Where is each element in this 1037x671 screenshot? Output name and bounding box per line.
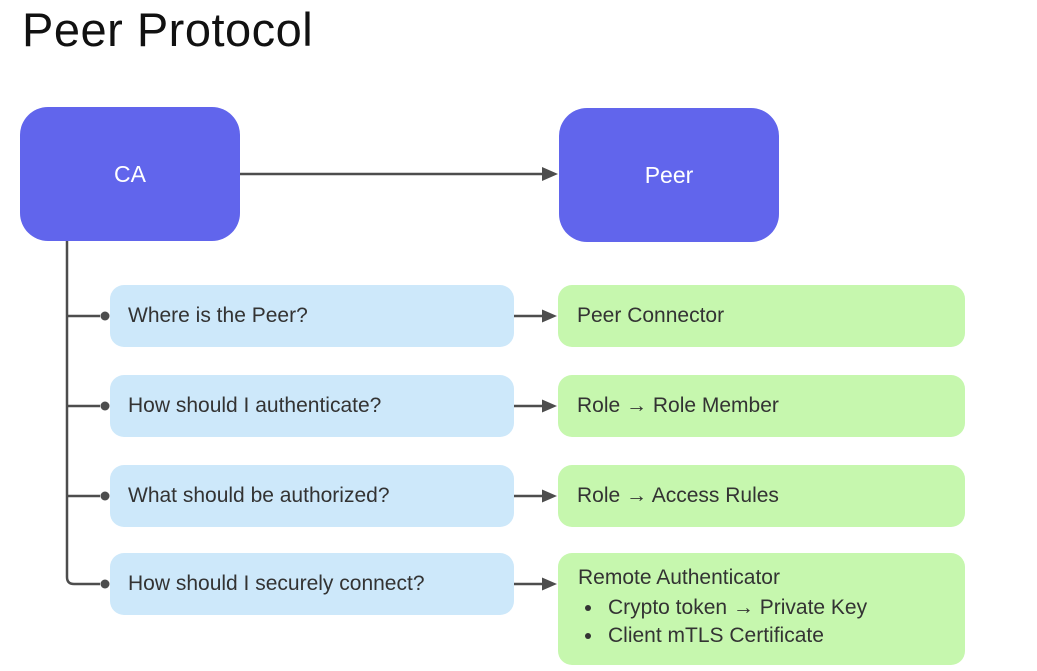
answer-box-role-member: Role → Role Member [558,375,965,437]
page-title: Peer Protocol [22,3,314,56]
question-box-authenticate: How should I authenticate? [110,375,514,437]
answer-bullet-item: Crypto token → Private Key [604,594,951,622]
question-label: How should I authenticate? [128,394,382,417]
answer-bullet-list: Crypto token → Private Key Client mTLS C… [578,594,951,650]
node-peer: Peer [559,108,779,242]
connector-dot [100,311,110,321]
answer-label: Role → Access Rules [577,484,779,507]
connector-dot [100,401,110,411]
question-box-securely-connect: How should I securely connect? [110,553,514,615]
connector-dot [100,491,110,501]
answer-label: Peer Connector [577,304,725,327]
arrowhead-icon [542,489,557,503]
connector-dot [100,579,110,589]
answer-box-access-rules: Role → Access Rules [558,465,965,527]
node-ca-label: CA [114,160,146,187]
arrowhead-icon [542,399,557,413]
answer-box-remote-authenticator: Remote Authenticator Crypto token → Priv… [558,553,965,665]
node-ca: CA [20,107,240,241]
node-peer-label: Peer [644,161,694,188]
question-label: How should I securely connect? [128,572,425,595]
question-box-authorized: What should be authorized? [110,465,514,527]
answer-bullet-item: Client mTLS Certificate [604,622,951,650]
answer-label: Role → Role Member [577,394,779,417]
arrowhead-icon [542,309,557,323]
question-label: Where is the Peer? [128,304,308,327]
arrowhead-icon [542,577,557,591]
question-label: What should be authorized? [128,484,390,507]
answer-box-peer-connector: Peer Connector [558,285,965,347]
arrowhead-icon [542,167,558,181]
question-box-where-is-peer: Where is the Peer? [110,285,514,347]
answer-title: Remote Authenticator [578,566,780,589]
tree-trunk-line [65,241,100,586]
